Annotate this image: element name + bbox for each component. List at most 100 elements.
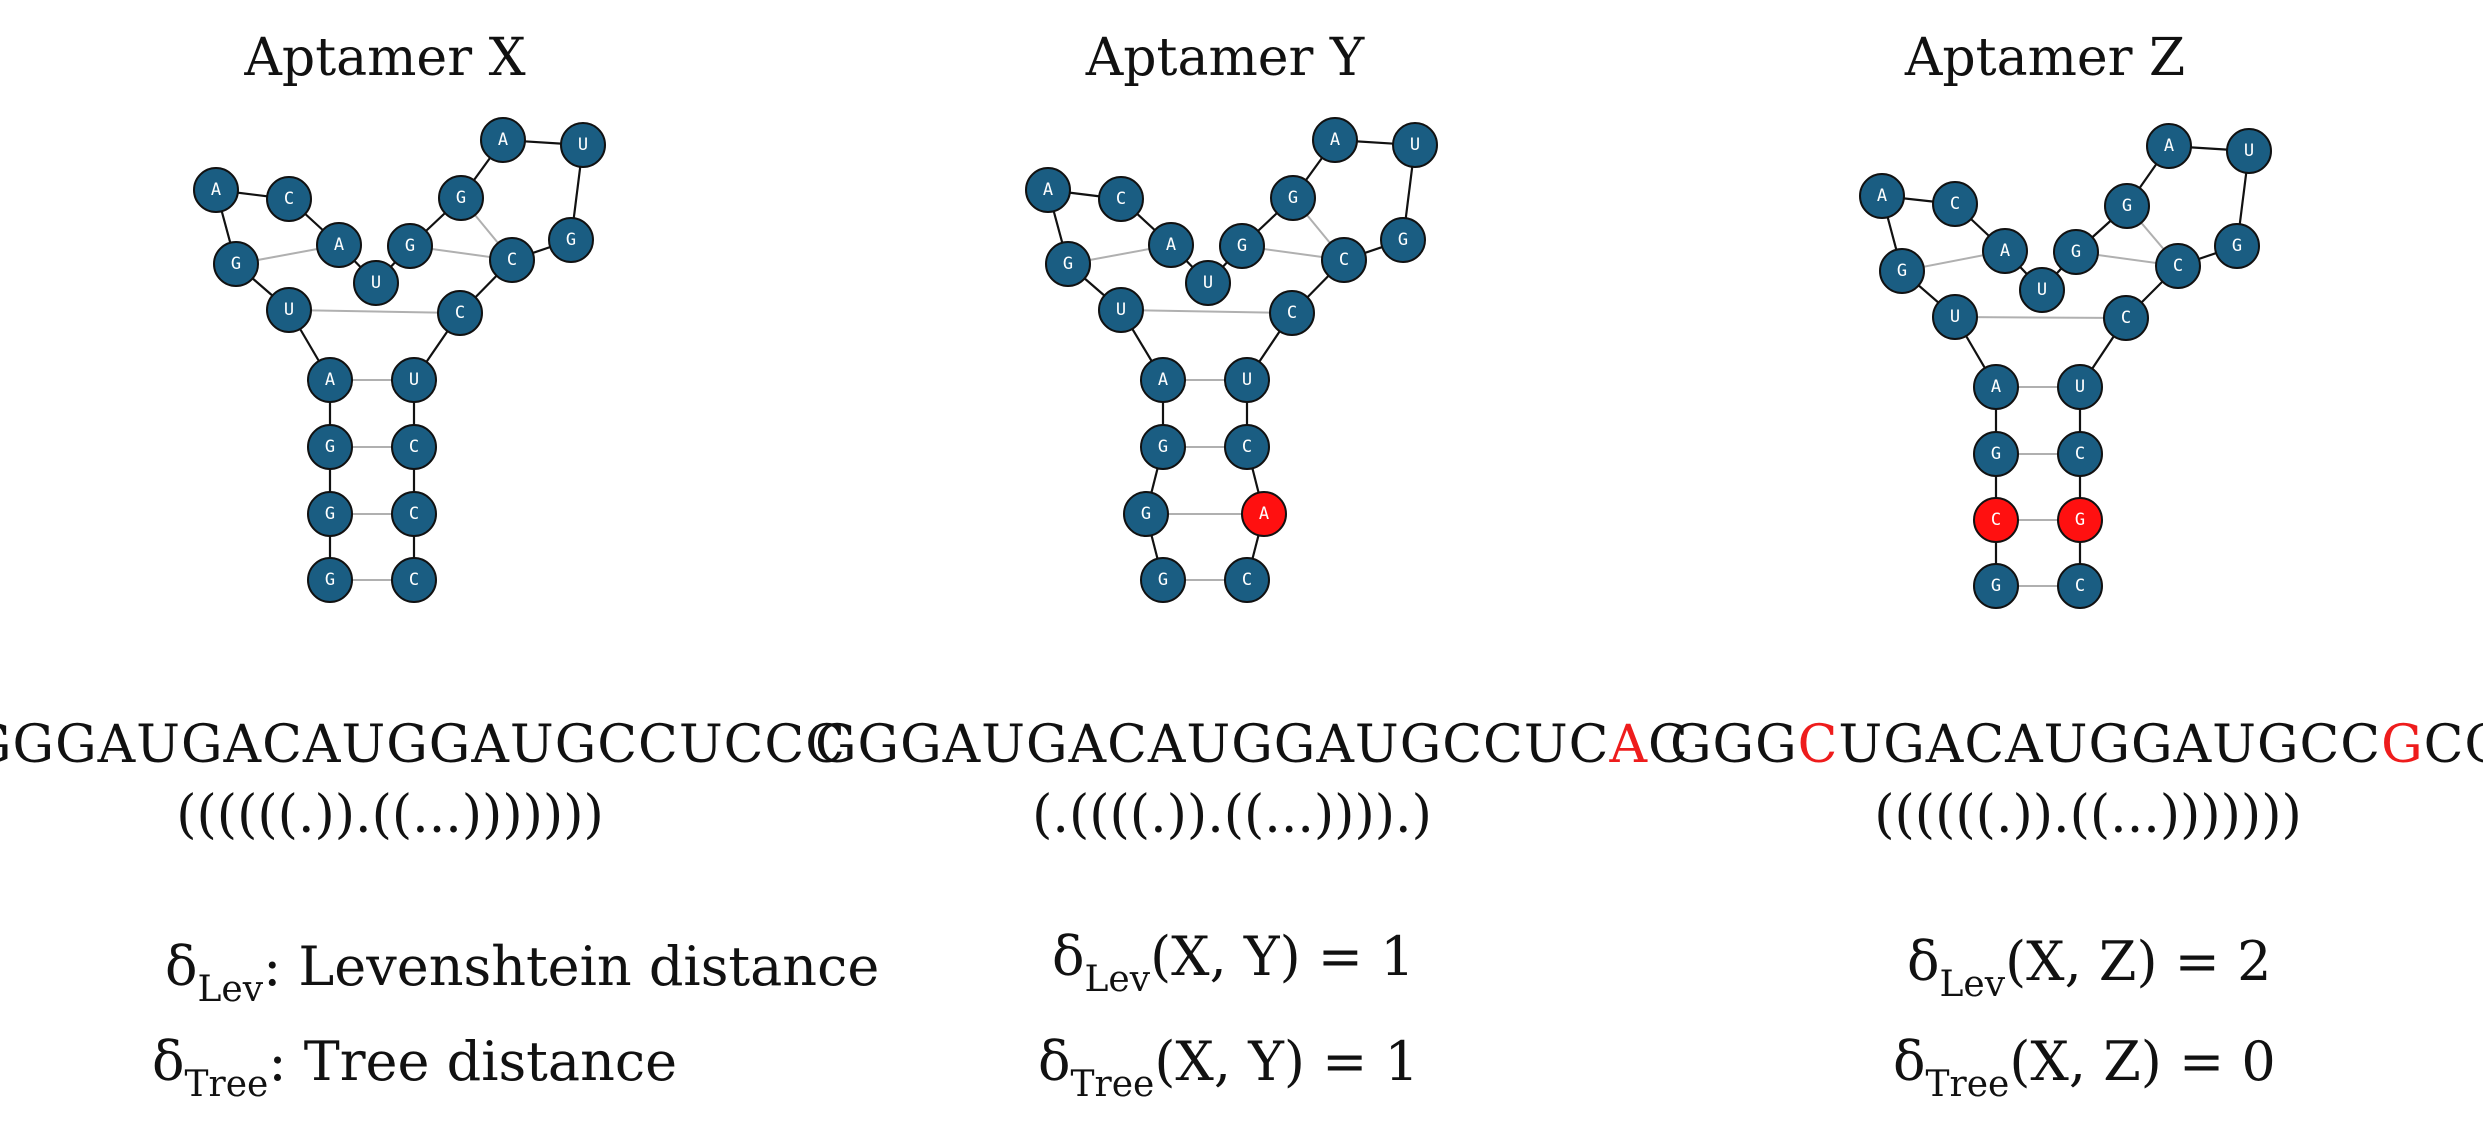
sequence-segment: UGACAUGGAUGCC <box>1838 715 2382 775</box>
nucleotide-label: A <box>325 370 335 390</box>
nucleotide-node: G <box>548 217 594 263</box>
mutated-nucleotide-node: A <box>1241 491 1287 537</box>
nucleotide-label: A <box>2000 241 2010 261</box>
nucleotide-label: G <box>1288 188 1298 208</box>
nucleotide-label: C <box>1242 570 1252 590</box>
lev-distance-xy: δLev(X, Y) = 1 <box>1052 925 1415 1001</box>
nucleotide-node: A <box>1982 228 2028 274</box>
tree-distance-xz: δTree(X, Z) = 0 <box>1893 1030 2276 1106</box>
nucleotide-node: A <box>307 357 353 403</box>
dotbracket-x: ((((((.)).((...))))))) <box>176 785 604 845</box>
base-pair-edge <box>1954 316 2127 319</box>
nucleotide-node: U <box>2019 267 2065 313</box>
nucleotide-label: C <box>284 189 294 209</box>
nucleotide-node: G <box>2053 229 2099 275</box>
nucleotide-node: G <box>307 491 353 537</box>
nucleotide-node: G <box>1045 241 1091 287</box>
nucleotide-label: C <box>409 437 419 457</box>
mutated-nucleotide-node: C <box>1973 497 2019 543</box>
sequence-segment: GGGAUGACAUGGAUGCCUC <box>815 715 1610 775</box>
nucleotide-label: A <box>2164 136 2174 156</box>
nucleotide-node: A <box>1973 364 2019 410</box>
nucleotide-label: U <box>2244 141 2254 161</box>
sequence-segment: C <box>1648 715 1689 775</box>
sequence-segment: GGG <box>1670 715 1798 775</box>
nucleotide-node: U <box>353 260 399 306</box>
nucleotide-label: C <box>1116 189 1126 209</box>
nucleotide-node: U <box>1098 287 1144 333</box>
sequence-segment: CCC <box>2423 715 2483 775</box>
nucleotide-label: G <box>231 254 241 274</box>
mutated-nucleotide-node: G <box>2057 497 2103 543</box>
nucleotide-node: G <box>1270 175 1316 221</box>
nucleotide-label: U <box>284 300 294 320</box>
nucleotide-label: A <box>1991 377 2001 397</box>
nucleotide-label: G <box>325 570 335 590</box>
dotbracket-y: (.((((.)).((...)))).) <box>1032 785 1432 845</box>
nucleotide-node: U <box>1185 260 1231 306</box>
mutated-base: C <box>1797 715 1839 775</box>
nucleotide-node: A <box>1312 117 1358 163</box>
nucleotide-label: C <box>2173 256 2183 276</box>
nucleotide-label: U <box>409 370 419 390</box>
nucleotide-node: A <box>480 117 526 163</box>
nucleotide-node: G <box>387 223 433 269</box>
title-aptamer-y: Aptamer Y <box>1085 28 1365 88</box>
nucleotide-label: G <box>1991 444 2001 464</box>
nucleotide-label: G <box>566 230 576 250</box>
nucleotide-label: G <box>1158 570 1168 590</box>
nucleotide-label: U <box>371 273 381 293</box>
nucleotide-node: C <box>437 290 483 336</box>
legend-tree: δTree: Tree distance <box>152 1030 678 1106</box>
nucleotide-label: C <box>1242 437 1252 457</box>
sequence-y: GGGAUGACAUGGAUGCCUCAC <box>815 715 1688 775</box>
lev-distance-xz: δLev(X, Z) = 2 <box>1907 930 2272 1006</box>
nucleotide-label: C <box>2121 308 2131 328</box>
nucleotide-label: U <box>578 135 588 155</box>
nucleotide-node: U <box>1224 357 1270 403</box>
nucleotide-node: U <box>266 287 312 333</box>
dotbracket-z: ((((((.)).((...))))))) <box>1874 785 2302 845</box>
nucleotide-node: C <box>1224 557 1270 603</box>
nucleotide-node: U <box>2226 128 2272 174</box>
nucleotide-label: A <box>334 235 344 255</box>
nucleotide-node: C <box>391 557 437 603</box>
nucleotide-label: G <box>2122 196 2132 216</box>
nucleotide-label: C <box>507 250 517 270</box>
nucleotide-node: C <box>2155 243 2201 289</box>
nucleotide-node: G <box>213 241 259 287</box>
nucleotide-label: C <box>1339 250 1349 270</box>
nucleotide-node: G <box>2104 183 2150 229</box>
nucleotide-node: G <box>2214 223 2260 269</box>
nucleotide-node: U <box>1932 294 1978 340</box>
nucleotide-node: A <box>2146 123 2192 169</box>
nucleotide-label: C <box>455 303 465 323</box>
nucleotide-node: G <box>1973 563 2019 609</box>
nucleotide-node: A <box>193 167 239 213</box>
base-pair-edge <box>288 309 461 314</box>
nucleotide-node: U <box>2057 364 2103 410</box>
mutated-base: G <box>2381 715 2424 775</box>
legend-lev: δLev: Levenshtein distance <box>165 935 880 1011</box>
nucleotide-label: C <box>2075 444 2085 464</box>
nucleotide-label: A <box>1259 504 1269 524</box>
nucleotide-node: G <box>438 175 484 221</box>
nucleotide-label: A <box>211 180 221 200</box>
nucleotide-node: C <box>1098 176 1144 222</box>
nucleotide-label: U <box>2037 280 2047 300</box>
nucleotide-label: C <box>409 570 419 590</box>
nucleotide-label: A <box>1330 130 1340 150</box>
title-aptamer-z: Aptamer Z <box>1904 28 2186 88</box>
nucleotide-node: C <box>2057 431 2103 477</box>
nucleotide-node: U <box>1392 122 1438 168</box>
nucleotide-label: G <box>405 236 415 256</box>
nucleotide-node: G <box>1380 217 1426 263</box>
nucleotide-node: G <box>307 424 353 470</box>
nucleotide-label: C <box>1287 303 1297 323</box>
nucleotide-node: A <box>1140 357 1186 403</box>
nucleotide-node: C <box>2103 295 2149 341</box>
nucleotide-node: G <box>1879 248 1925 294</box>
